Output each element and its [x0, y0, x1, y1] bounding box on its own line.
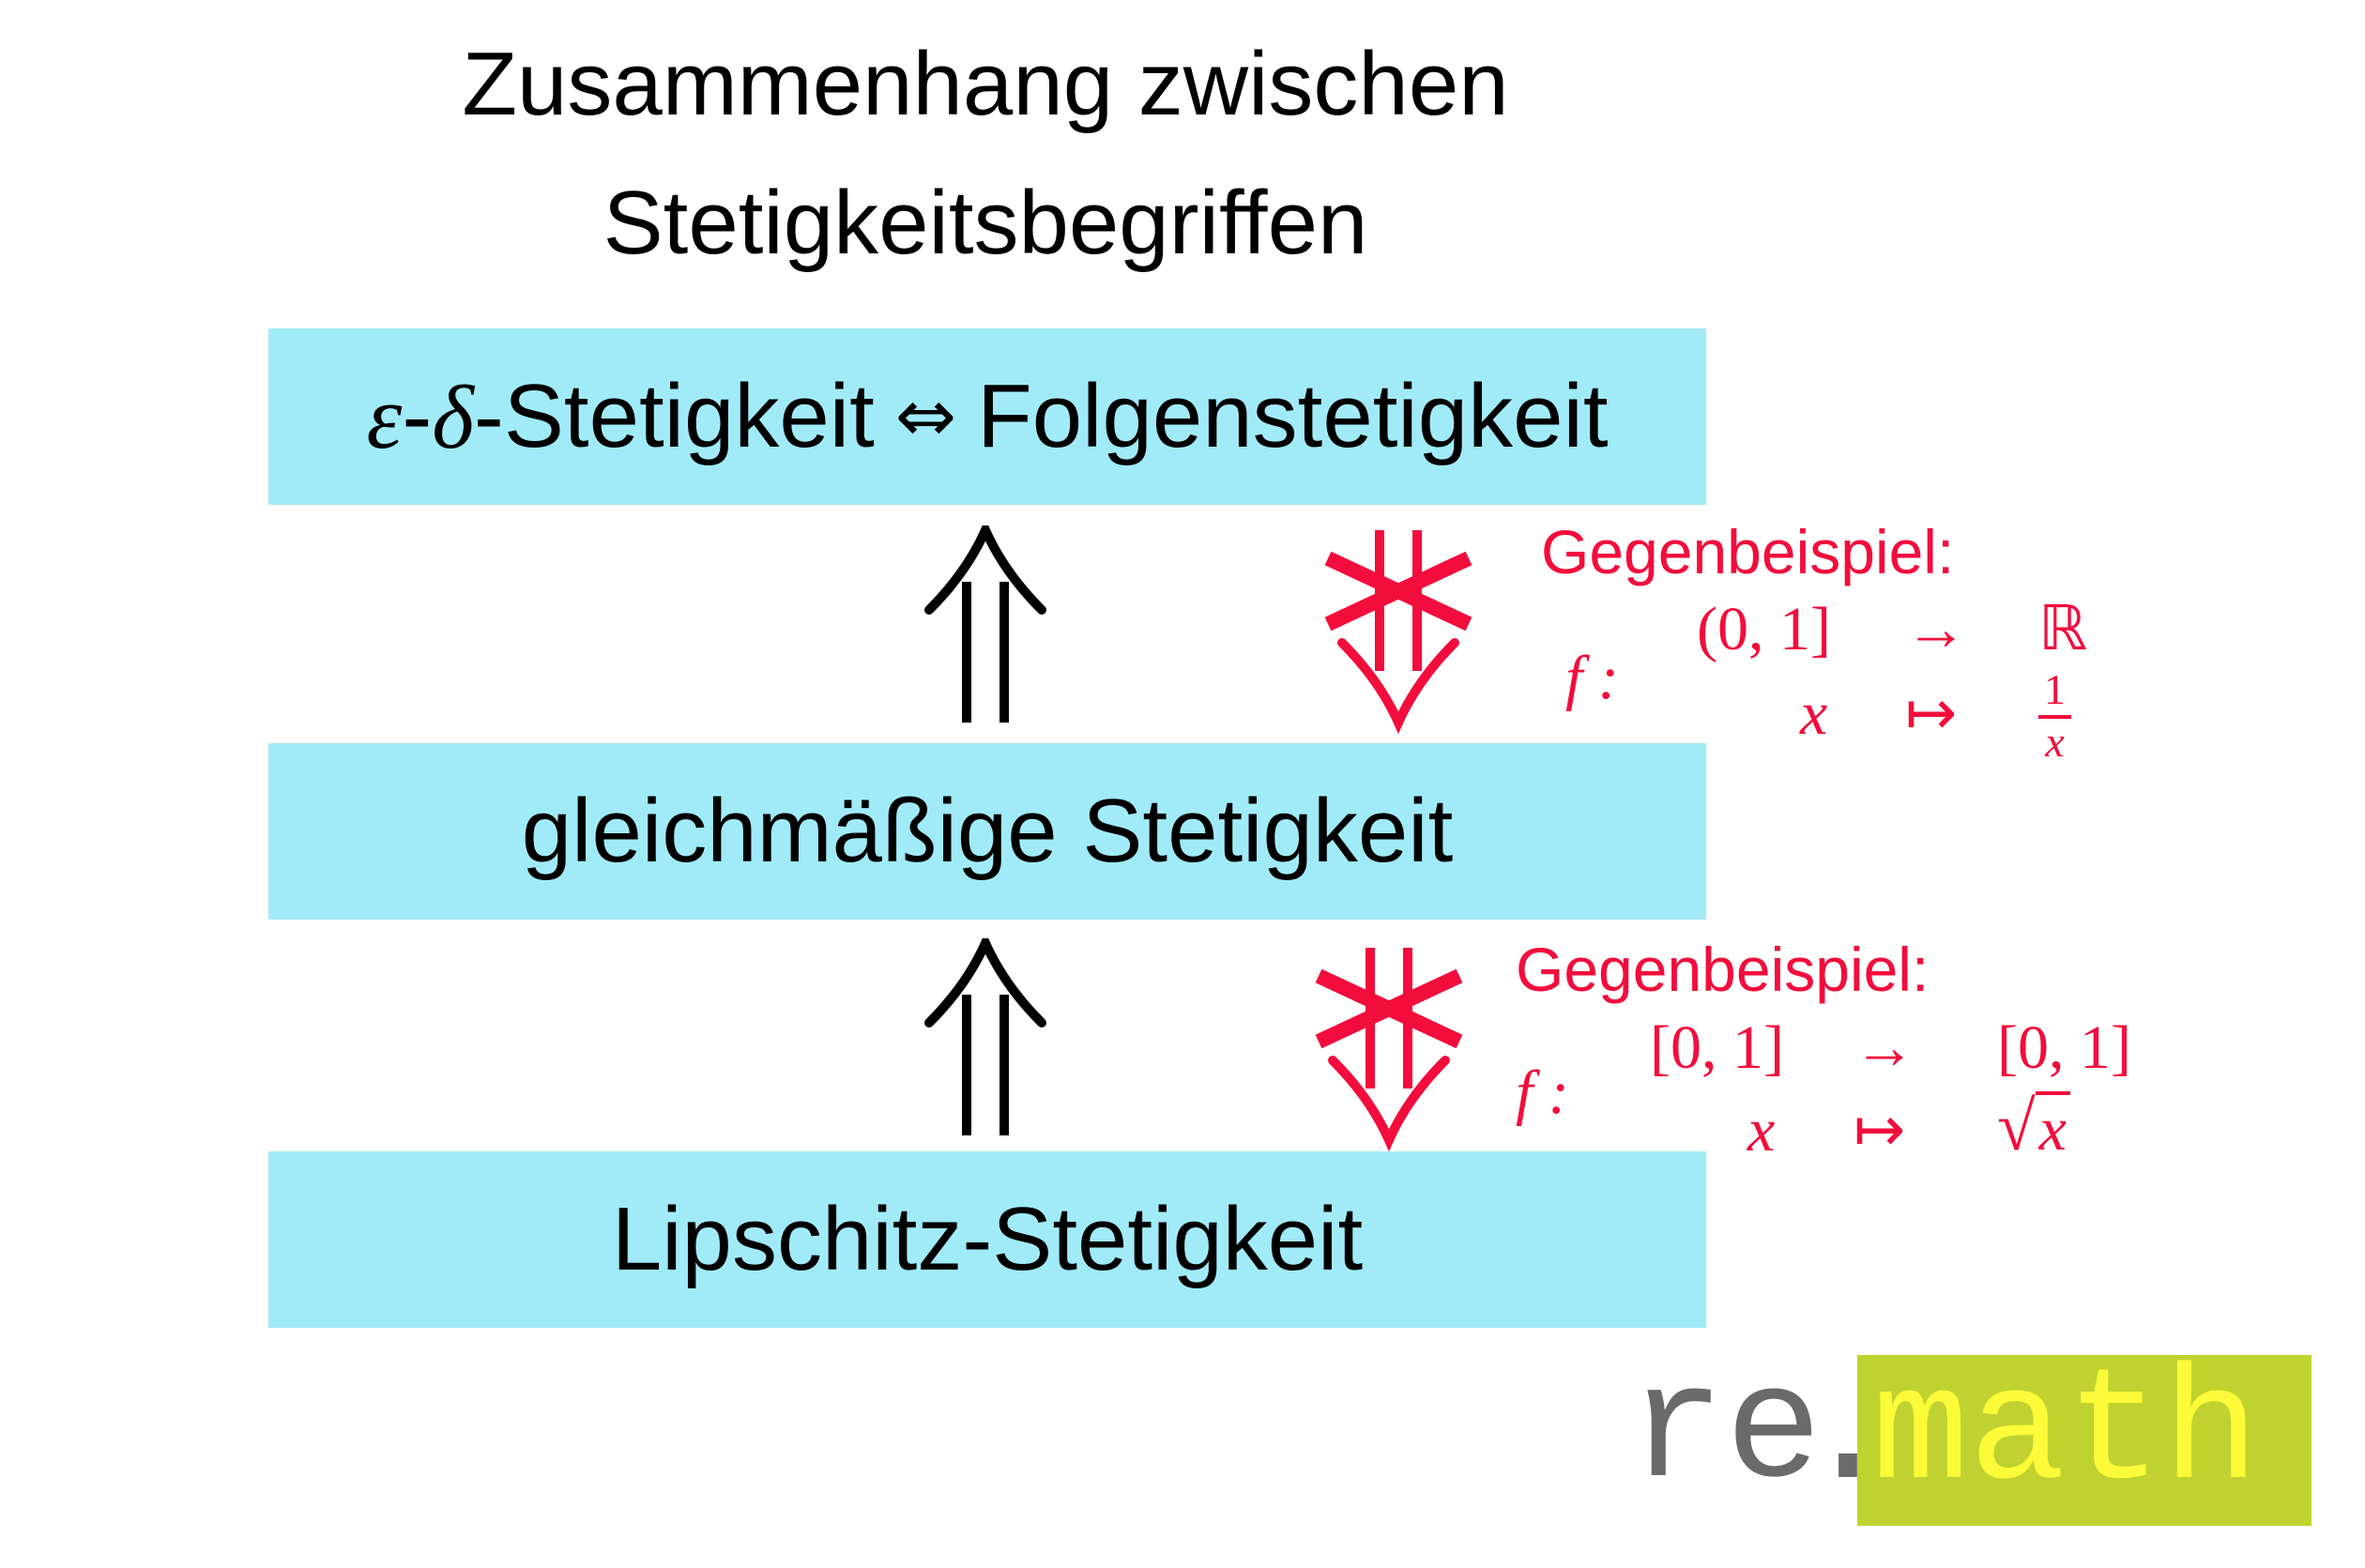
sqrt-expression: √x: [1997, 1091, 2070, 1164]
remath-logo: re . math: [1628, 1351, 2312, 1530]
function-f-label: f :: [1565, 644, 1619, 712]
stetigkeit-label: -Stetigkeit: [473, 366, 875, 466]
negated-double-down-arrow-icon: [1315, 948, 1463, 1152]
negated-double-down-arrow-icon: [1324, 530, 1472, 735]
title-line-1: Zusammenhang zwischen: [462, 34, 1509, 134]
double-up-arrow-icon: [924, 938, 1046, 1135]
folgenstetigkeit-label: Folgenstetigkeit: [977, 366, 1609, 466]
codomain: ℝ: [2038, 595, 2088, 663]
title-line-2: Stetigkeitsbegriffen: [603, 173, 1368, 273]
fraction-one-over-x: 1 x: [2038, 668, 2071, 764]
logo-suffix: math: [1871, 1343, 2260, 1526]
domain: (0, 1]: [1697, 595, 1831, 663]
arrow-to-icon: →: [1854, 1013, 1915, 1082]
variable-x: x: [1800, 679, 1828, 748]
mapsto-icon: ↦: [1905, 679, 1958, 748]
logo-prefix: re: [1628, 1341, 1823, 1524]
function-f-label: f :: [1516, 1058, 1569, 1127]
box-gleichmaessige-stetigkeit: gleichmäßige Stetigkeit: [268, 743, 1706, 920]
logo-dot: .: [1799, 1343, 1897, 1526]
counterexample-heading: Gegenbeispiel:: [1541, 517, 1955, 586]
box-epsilon-delta-folgenstetigkeit: ε-δ-Stetigkeit⇔Folgenstetigkeit: [268, 328, 1706, 505]
fraction-numerator: 1: [2038, 668, 2071, 719]
domain: [0, 1]: [1650, 1013, 1784, 1082]
epsilon-symbol: ε: [366, 366, 403, 467]
mapsto-icon: ↦: [1854, 1096, 1906, 1165]
dash: -: [402, 366, 433, 466]
fraction-denominator: x: [2045, 718, 2065, 766]
counterexample-heading: Gegenbeispiel:: [1516, 935, 1930, 1004]
delta-symbol: δ: [432, 366, 474, 467]
equivalence-icon: ⇔: [894, 374, 957, 459]
logo-green-box: . math: [1799, 1343, 2312, 1526]
arrow-to-icon: →: [1905, 595, 1967, 663]
sqrt-icon: √: [1997, 1088, 2036, 1165]
double-up-arrow-icon: [924, 525, 1046, 723]
box-lipschitz-stetigkeit: Lipschitz-Stetigkeit: [268, 1151, 1706, 1328]
variable-x: x: [1747, 1096, 1776, 1165]
codomain: [0, 1]: [1997, 1013, 2131, 1082]
radicand: x: [2035, 1091, 2070, 1164]
